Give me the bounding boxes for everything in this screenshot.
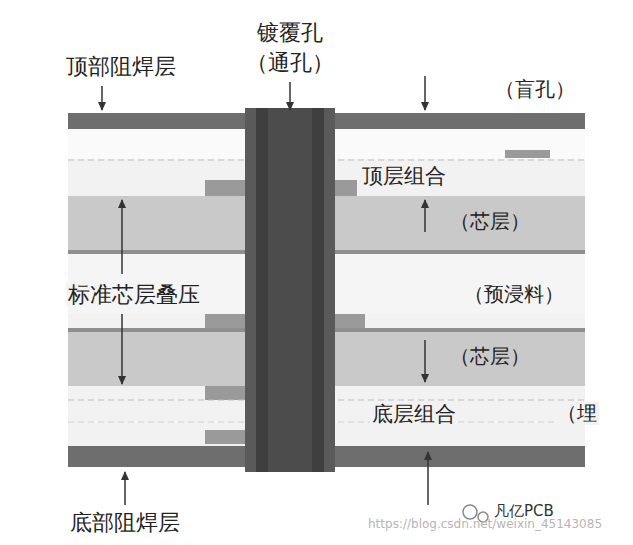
- via-label: （盲孔）: [495, 78, 575, 101]
- layer-label: （芯层）: [448, 345, 532, 368]
- layer-label: （通孔）: [246, 50, 334, 75]
- layer-label: 底部阻焊层: [70, 510, 180, 535]
- layer-label: 镀覆孔: [257, 20, 323, 45]
- layer-label: 顶层组合: [360, 164, 448, 188]
- watermark: https://blog.csdn.net/weixin_45143085: [368, 518, 602, 532]
- layer-label: 底层组合: [370, 402, 458, 426]
- layer-label: 顶部阻焊层: [66, 54, 176, 79]
- via-label: （埋: [555, 402, 599, 425]
- layer-label: （芯层）: [448, 210, 532, 233]
- layer-label: 标准芯层叠压: [66, 282, 202, 307]
- layer-label: （预浸料）: [462, 283, 566, 306]
